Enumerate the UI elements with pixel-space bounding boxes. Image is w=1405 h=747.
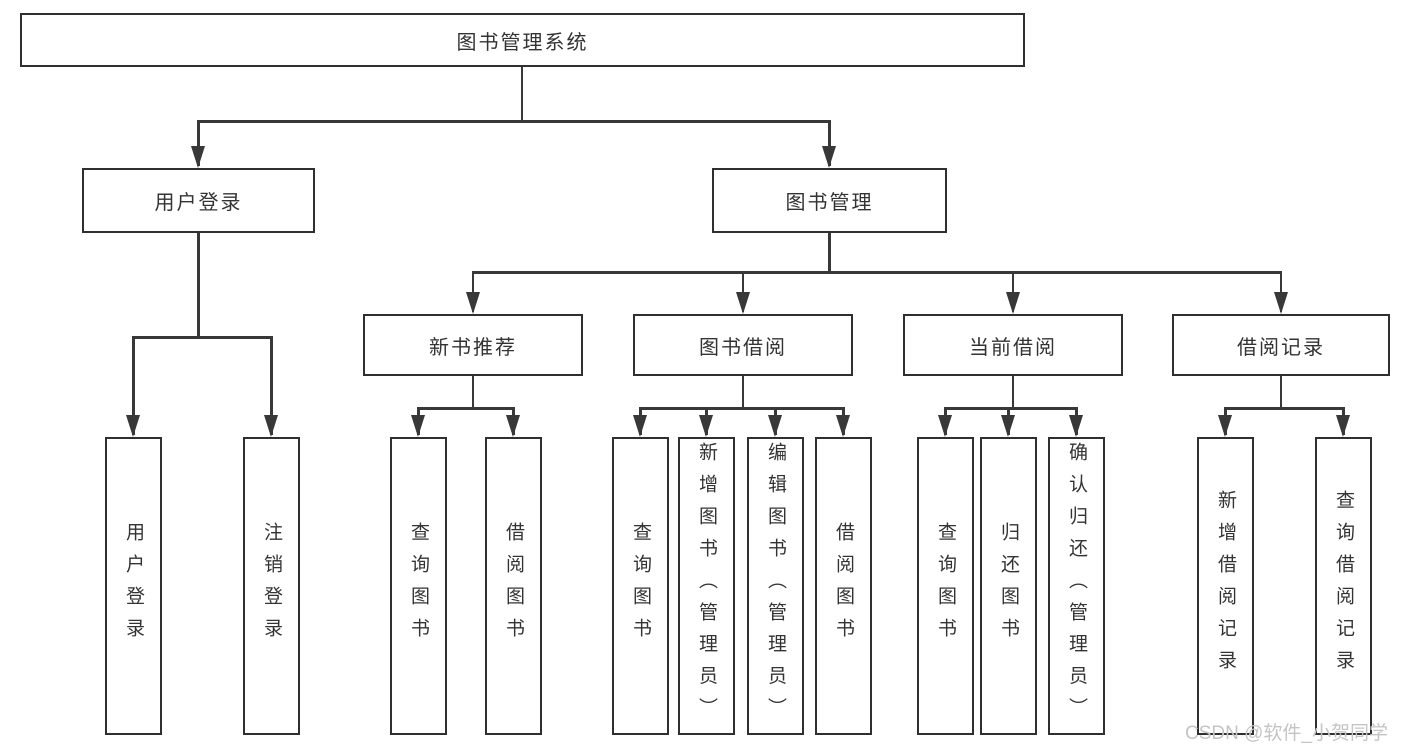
- node-label: 查询图书: [935, 522, 956, 650]
- arrowhead-to-edit-book: [768, 415, 782, 437]
- node-borrow-records: 借阅记录: [1172, 314, 1390, 376]
- node-label: 查询借阅记录: [1333, 490, 1354, 682]
- connector-root-bar: [197, 120, 831, 123]
- arrowhead-to-return-book: [1001, 415, 1015, 437]
- connector-mgmt-to-borrow: [741, 271, 745, 312]
- csdn-watermark: CSDN @软件_小贺同学: [1185, 723, 1388, 744]
- connector-mgmt-to-newbook: [471, 271, 475, 312]
- leaf-add-borrow-record: 新增借阅记录: [1197, 437, 1254, 735]
- arrowhead-to-leaf-user-login: [126, 415, 140, 437]
- arrowhead-to-book-borrow: [735, 292, 750, 314]
- node-label: 图书管理系统: [456, 31, 589, 54]
- node-user-login: 用户登录: [82, 168, 315, 233]
- node-label: 图书借阅: [699, 336, 787, 359]
- connector-newbook-stub: [471, 376, 475, 407]
- leaf-add-book-admin: 新增图书（管理员）: [678, 437, 735, 735]
- connector-records-bar: [1224, 407, 1345, 410]
- arrowhead-to-user-login: [191, 146, 205, 168]
- connector-root-to-user: [197, 120, 200, 166]
- arrowhead-to-add-record: [1218, 415, 1232, 437]
- arrowhead-to-new-book: [465, 292, 480, 314]
- arrowhead-to-borrow-book-2: [836, 415, 850, 437]
- connector-records-stub: [1279, 376, 1283, 407]
- connector-user-stub: [197, 233, 200, 336]
- arrowhead-to-confirm-return: [1069, 415, 1083, 437]
- leaf-return-book: 归还图书: [980, 437, 1037, 735]
- node-label: 借阅图书: [833, 522, 854, 650]
- node-label: 用户登录: [123, 522, 144, 650]
- arrowhead-to-query-book-1: [411, 415, 425, 437]
- arrowhead-to-leaf-logout: [264, 415, 278, 437]
- connector-borrow-stub: [741, 376, 745, 407]
- node-label: 查询图书: [408, 522, 429, 650]
- node-label: 新增图书（管理员）: [696, 442, 717, 730]
- node-library-management-system: 图书管理系统: [20, 13, 1025, 67]
- node-label: 用户登录: [154, 192, 243, 214]
- node-label: 归还图书: [998, 522, 1019, 650]
- connector-mgmt-to-current: [1011, 271, 1015, 312]
- arrowhead-to-book-mgmt: [822, 146, 836, 168]
- node-label: 编辑图书（管理员）: [765, 442, 786, 730]
- leaf-query-book-borrow: 查询图书: [612, 437, 669, 735]
- connector-mgmt-bar: [473, 271, 1281, 274]
- node-label: 查询图书: [630, 522, 651, 650]
- arrowhead-to-query-record: [1336, 415, 1350, 437]
- connector-root-to-mgmt: [828, 120, 831, 166]
- node-label: 新书推荐: [429, 336, 517, 359]
- arrowhead-to-add-book: [699, 415, 713, 437]
- node-label: 确认归还（管理员）: [1066, 442, 1087, 730]
- connector-user-to-leaf2: [270, 336, 273, 435]
- arrowhead-to-borrow-records: [1273, 292, 1288, 314]
- leaf-query-borrow-record: 查询借阅记录: [1315, 437, 1372, 735]
- connector-current-bar: [944, 407, 1079, 410]
- node-book-management: 图书管理: [712, 168, 947, 233]
- arrowhead-to-query-book-2: [633, 415, 647, 437]
- arrowhead-to-borrow-book-1: [506, 415, 520, 437]
- leaf-borrow-book-newbook: 借阅图书: [485, 437, 542, 735]
- leaf-logout: 注销登录: [243, 437, 300, 735]
- connector-user-bar: [132, 336, 273, 339]
- arrowhead-to-query-book-3: [938, 415, 952, 437]
- arrowhead-to-current-borrow: [1005, 292, 1020, 314]
- leaf-query-book-newbook: 查询图书: [390, 437, 447, 735]
- node-current-borrow: 当前借阅: [903, 314, 1123, 376]
- connector-borrow-bar: [639, 407, 845, 410]
- leaf-borrow-book-borrow: 借阅图书: [815, 437, 872, 735]
- leaf-confirm-return-admin: 确认归还（管理员）: [1048, 437, 1105, 735]
- node-new-book-recommend: 新书推荐: [363, 314, 583, 376]
- connector-current-stub: [1011, 376, 1015, 407]
- connector-root-stub: [520, 67, 524, 120]
- node-label: 图书管理: [785, 192, 874, 214]
- connector-mgmt-to-records: [1279, 271, 1283, 312]
- leaf-query-book-current: 查询图书: [917, 437, 974, 735]
- node-label: 借阅记录: [1237, 336, 1325, 359]
- node-label: 借阅图书: [503, 522, 524, 650]
- node-label: 注销登录: [261, 522, 282, 650]
- connector-mgmt-stub: [828, 233, 831, 271]
- leaf-user-login: 用户登录: [105, 437, 162, 735]
- leaf-edit-book-admin: 编辑图书（管理员）: [747, 437, 804, 735]
- connector-newbook-bar: [417, 407, 515, 410]
- node-book-borrow: 图书借阅: [633, 314, 853, 376]
- connector-user-to-leaf1: [132, 336, 135, 435]
- node-label: 当前借阅: [969, 336, 1057, 359]
- node-label: 新增借阅记录: [1215, 490, 1236, 682]
